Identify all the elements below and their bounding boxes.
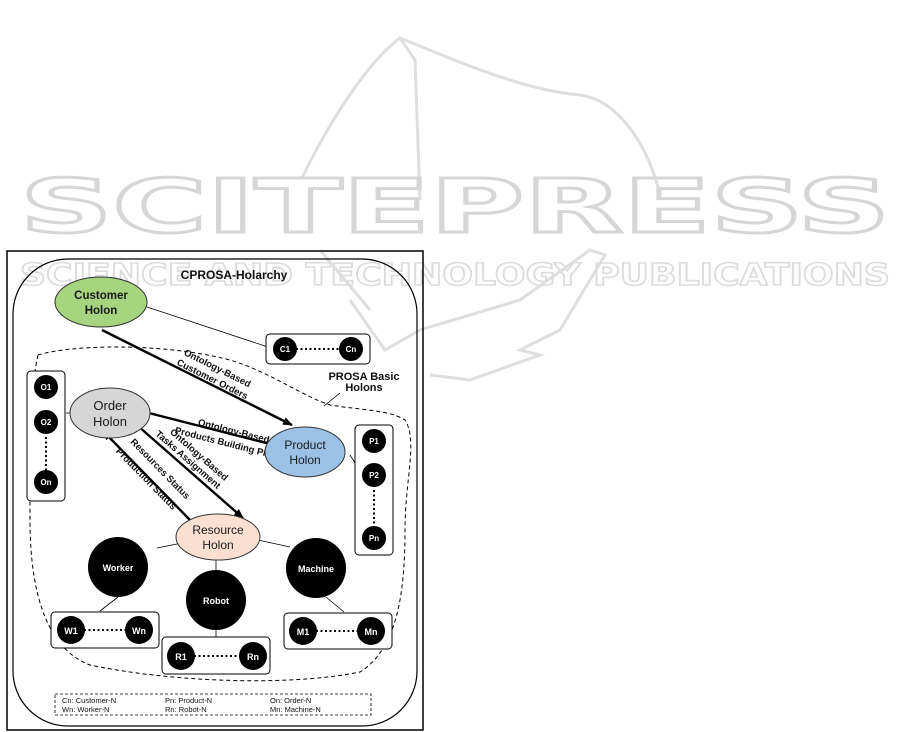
watermark-brand: SCITEPRESS — [20, 164, 890, 250]
legend-item: Rn: Robot-N — [165, 705, 207, 714]
prosa-boundary — [29, 346, 412, 682]
worker-node: Worker — [88, 537, 148, 597]
order-holon-label-2: Holon — [93, 414, 127, 429]
robot-node: Robot — [186, 570, 246, 630]
arrow-customer-orders — [101, 328, 293, 427]
order-node-1-label: O1 — [41, 383, 52, 392]
customer-node-first — [273, 337, 297, 361]
machine-node-first — [289, 617, 317, 645]
watermark-logo-book — [300, 36, 662, 311]
worker-node-first — [57, 616, 85, 644]
orders-group: O1 O2 On — [26, 370, 66, 502]
product-holon-shape — [264, 426, 346, 478]
arrow-production-status — [102, 430, 191, 521]
product-holon-label: Product — [284, 438, 326, 452]
worker-node-first-label: W1 — [64, 626, 78, 636]
product-node-1 — [362, 429, 386, 453]
product-node-n — [362, 526, 386, 550]
connector-customer-group — [143, 305, 269, 348]
resource-holon-shape — [175, 513, 261, 561]
customer-node-first-label: C1 — [280, 345, 291, 354]
order-node-1 — [34, 375, 58, 399]
legend: Cn: Customer-N Pn: Product-N On: Order-N… — [54, 693, 372, 716]
order-node-2 — [34, 410, 58, 434]
products-group: P1 P2 Pn — [354, 424, 394, 556]
legend-item: Pn: Product-N — [165, 696, 212, 705]
arrow-products-building-plan — [140, 409, 283, 449]
prosa-label-line2: Holons — [345, 382, 382, 394]
order-node-n-label: On — [40, 478, 51, 487]
connector-worker-group — [99, 596, 119, 612]
robot-node-label: Robot — [203, 596, 229, 606]
customer-holon-shape — [54, 276, 148, 328]
customer-holon: Customer Holon — [54, 276, 148, 328]
customers-group: C1 Cn — [265, 333, 371, 365]
orders-group-box — [26, 370, 66, 502]
product-node-1-label: P1 — [369, 437, 379, 446]
legend-item: Mn: Machine-N — [270, 705, 321, 714]
worker-node-last — [125, 616, 153, 644]
arrows — [101, 328, 293, 521]
worker-node-shape — [88, 537, 148, 597]
watermark-logo-check — [348, 248, 608, 382]
resource-holon-label-2: Holon — [202, 538, 233, 552]
machine-node-first-label: M1 — [297, 627, 310, 637]
robot-node-last — [239, 642, 267, 670]
prosa-label-pointer — [323, 392, 341, 407]
order-holon-label: Order — [93, 398, 127, 413]
robot-node-shape — [186, 570, 246, 630]
robot-node-first — [167, 642, 195, 670]
machine-node: Machine — [286, 538, 346, 598]
diagram-title: CPROSA-Holarchy — [181, 268, 288, 282]
connector-machine-group — [325, 596, 345, 613]
worker-node-last-label: Wn — [132, 626, 146, 636]
order-holon-shape — [69, 387, 151, 439]
connectors — [66, 305, 358, 637]
order-node-2-label: O2 — [41, 418, 52, 427]
watermark: SCITEPRESS SCIENCE AND TECHNOLOGY PUBLIC… — [19, 36, 892, 382]
worker-node-label: Worker — [103, 563, 134, 573]
customer-node-last — [339, 337, 363, 361]
robots-group: R1 Rn — [161, 636, 271, 675]
legend-item: Wn: Worker-N — [62, 705, 109, 714]
product-node-2 — [362, 463, 386, 487]
legend-item: On: Order-N — [270, 696, 311, 705]
legend-item: Cn: Customer-N — [62, 696, 116, 705]
prosa-label: PROSA Basic — [328, 371, 399, 383]
order-node-n — [34, 470, 58, 494]
machine-node-last — [357, 617, 385, 645]
customer-node-last-label: Cn — [346, 345, 357, 354]
connector-resource-machine — [257, 539, 291, 548]
order-holon: Order Holon — [69, 387, 151, 439]
watermark-tagline: SCIENCE AND TECHNOLOGY PUBLICATIONS — [20, 258, 890, 293]
machine-node-label: Machine — [298, 564, 334, 574]
machine-node-last-label: Mn — [365, 627, 378, 637]
robot-node-last-label: Rn — [247, 652, 259, 662]
machines-group: M1 Mn — [283, 612, 393, 650]
resource-holon-label: Resource — [192, 523, 244, 537]
arrow-tasks-assignment — [137, 425, 244, 519]
customer-holon-label-2: Holon — [85, 305, 118, 317]
resource-holon: Resource Holon — [175, 513, 261, 561]
product-holon-label-2: Holon — [289, 453, 320, 467]
workers-group: W1 Wn — [50, 611, 160, 649]
figure-frame — [6, 250, 424, 731]
holarchy-boundary — [12, 258, 418, 727]
product-node-n-label: Pn — [369, 534, 379, 543]
legend-box — [54, 693, 372, 716]
product-node-2-label: P2 — [369, 471, 379, 480]
robot-node-first-label: R1 — [175, 652, 187, 662]
product-holon: Product Holon — [264, 426, 346, 478]
machine-node-shape — [286, 538, 346, 598]
customer-holon-label: Customer — [74, 290, 128, 302]
